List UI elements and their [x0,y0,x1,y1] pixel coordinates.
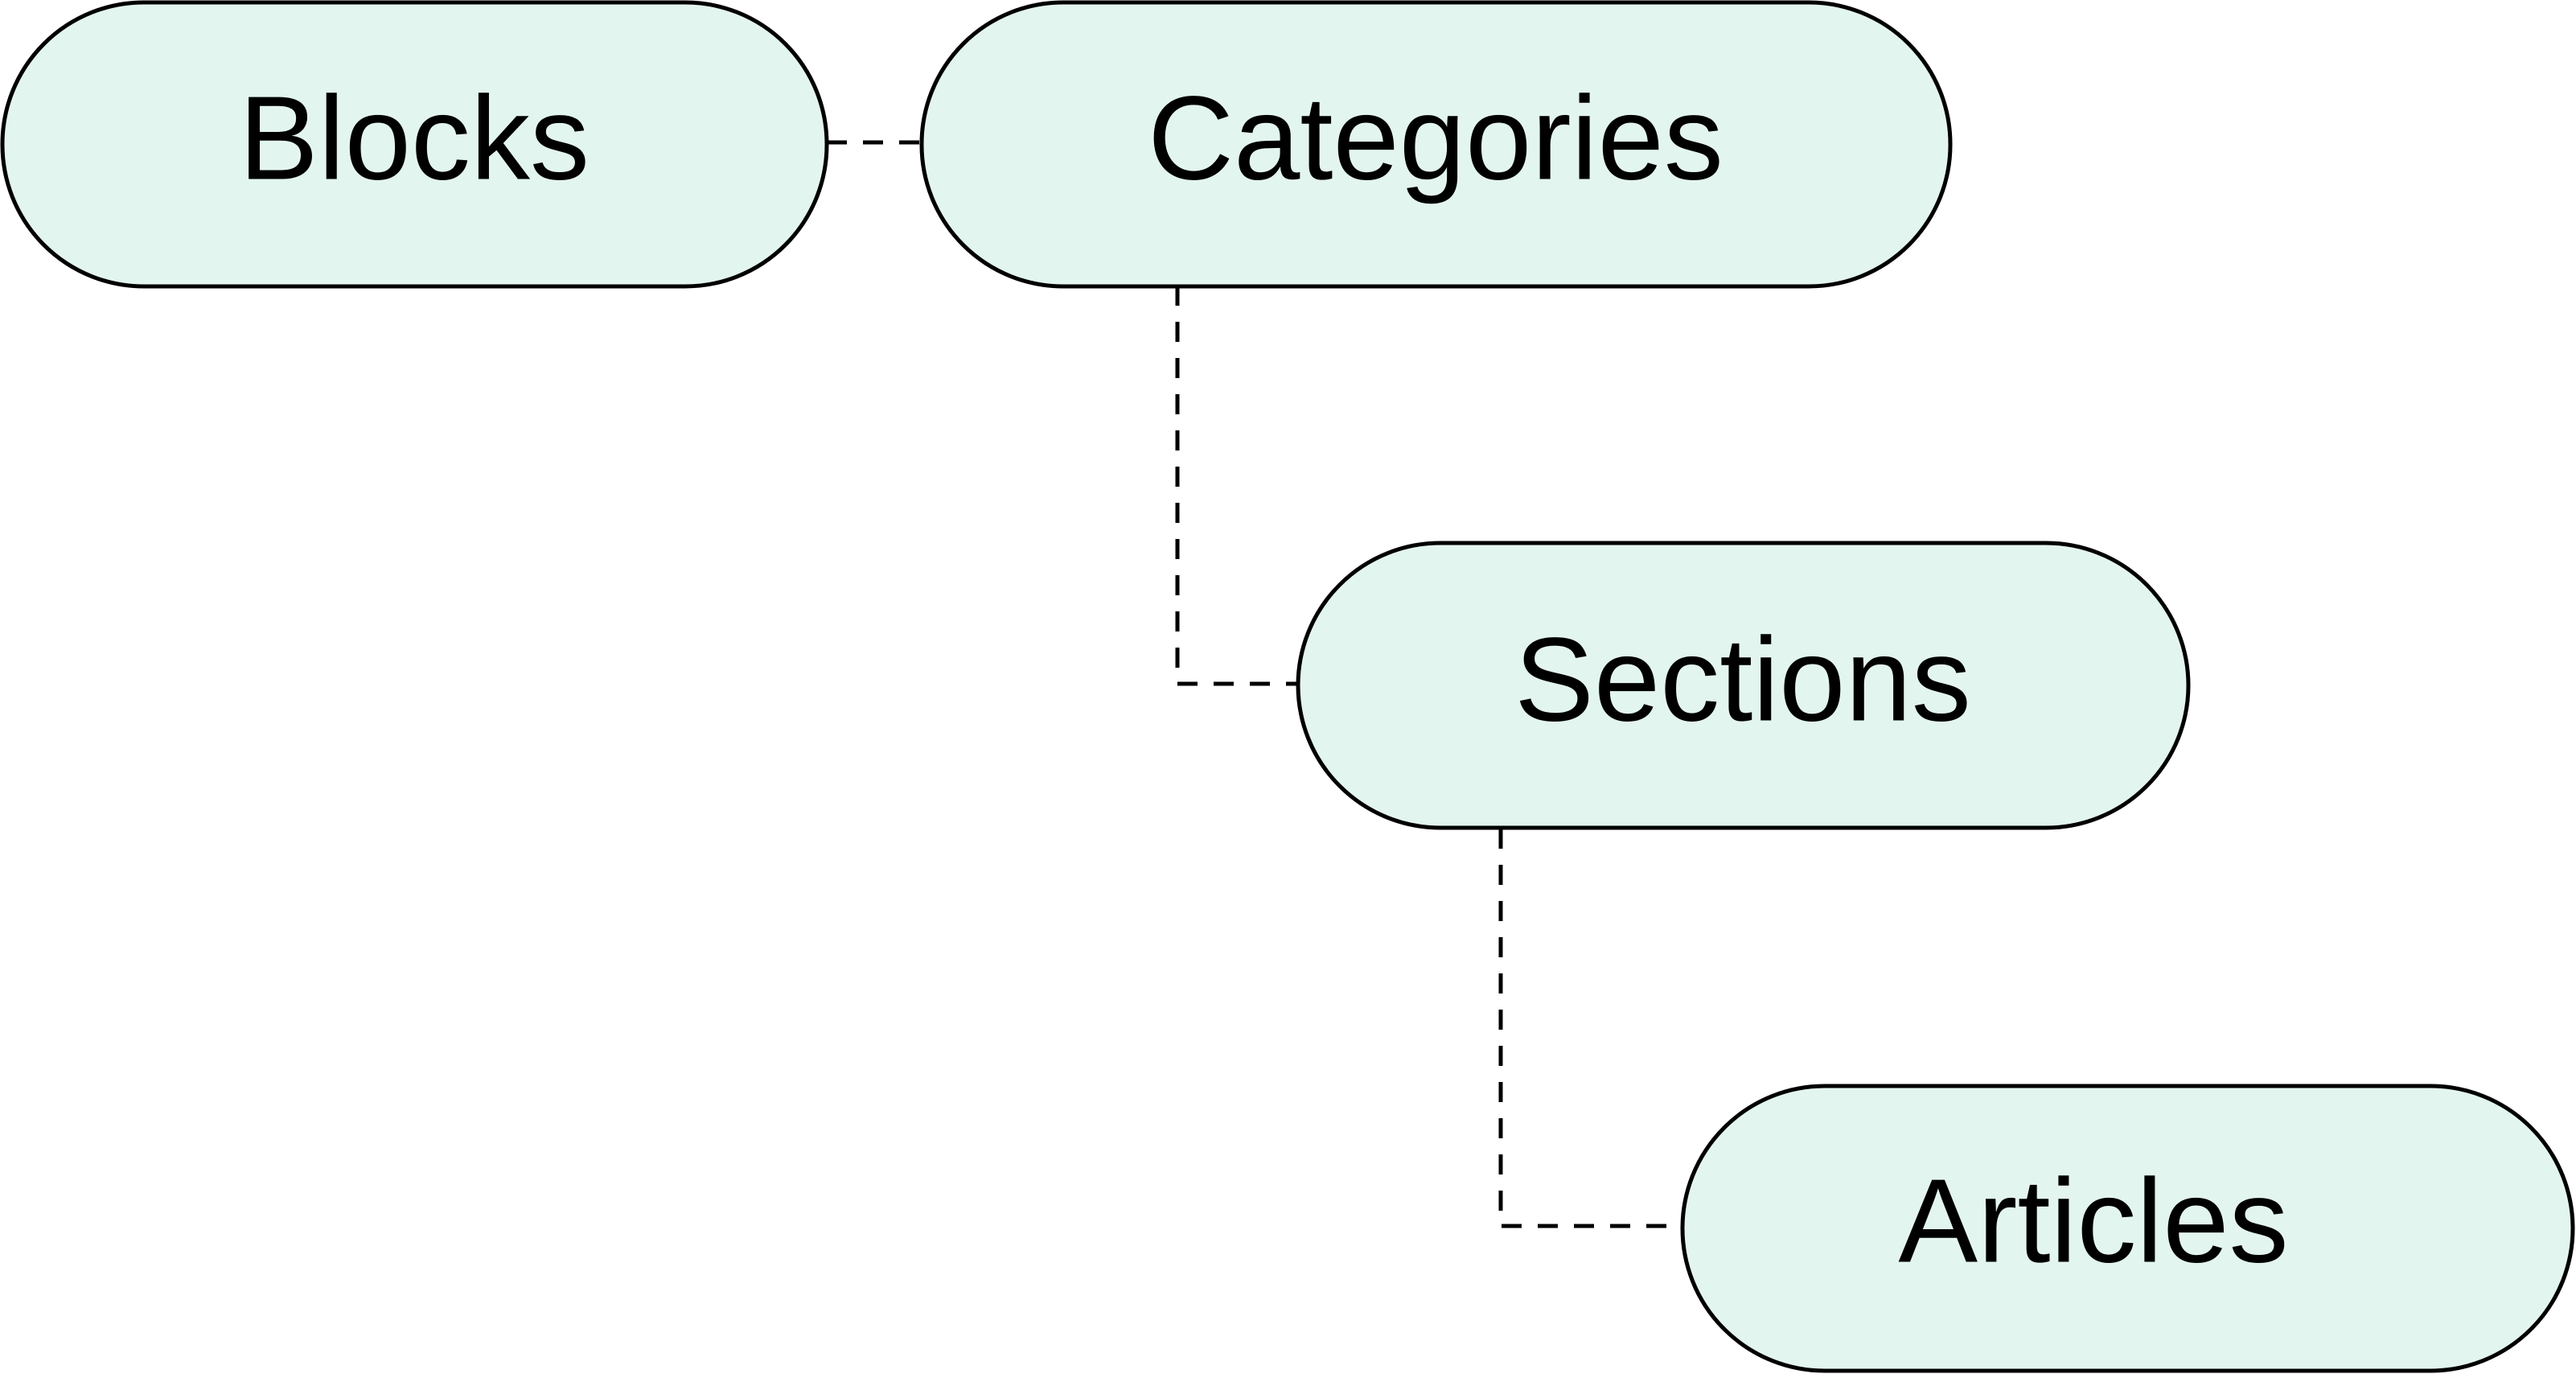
node-blocks-label: Blocks [239,72,590,205]
node-categories-box [919,0,1953,289]
node-sections: Sections [1296,541,2191,830]
node-sections-box [1296,541,2191,830]
connector-categories-sections [1175,286,1298,686]
node-sections-label: Sections [1514,614,1971,747]
node-categories: Categories [919,0,1953,289]
node-articles: Articles [1680,1084,2575,1373]
node-articles-label: Articles [1898,1155,2288,1288]
node-blocks: Blocks [0,0,829,289]
connector-sections-articles [1498,829,1682,1228]
node-blocks-box [0,0,829,289]
node-articles-box [1680,1084,2575,1373]
node-categories-label: Categories [1148,72,1723,205]
